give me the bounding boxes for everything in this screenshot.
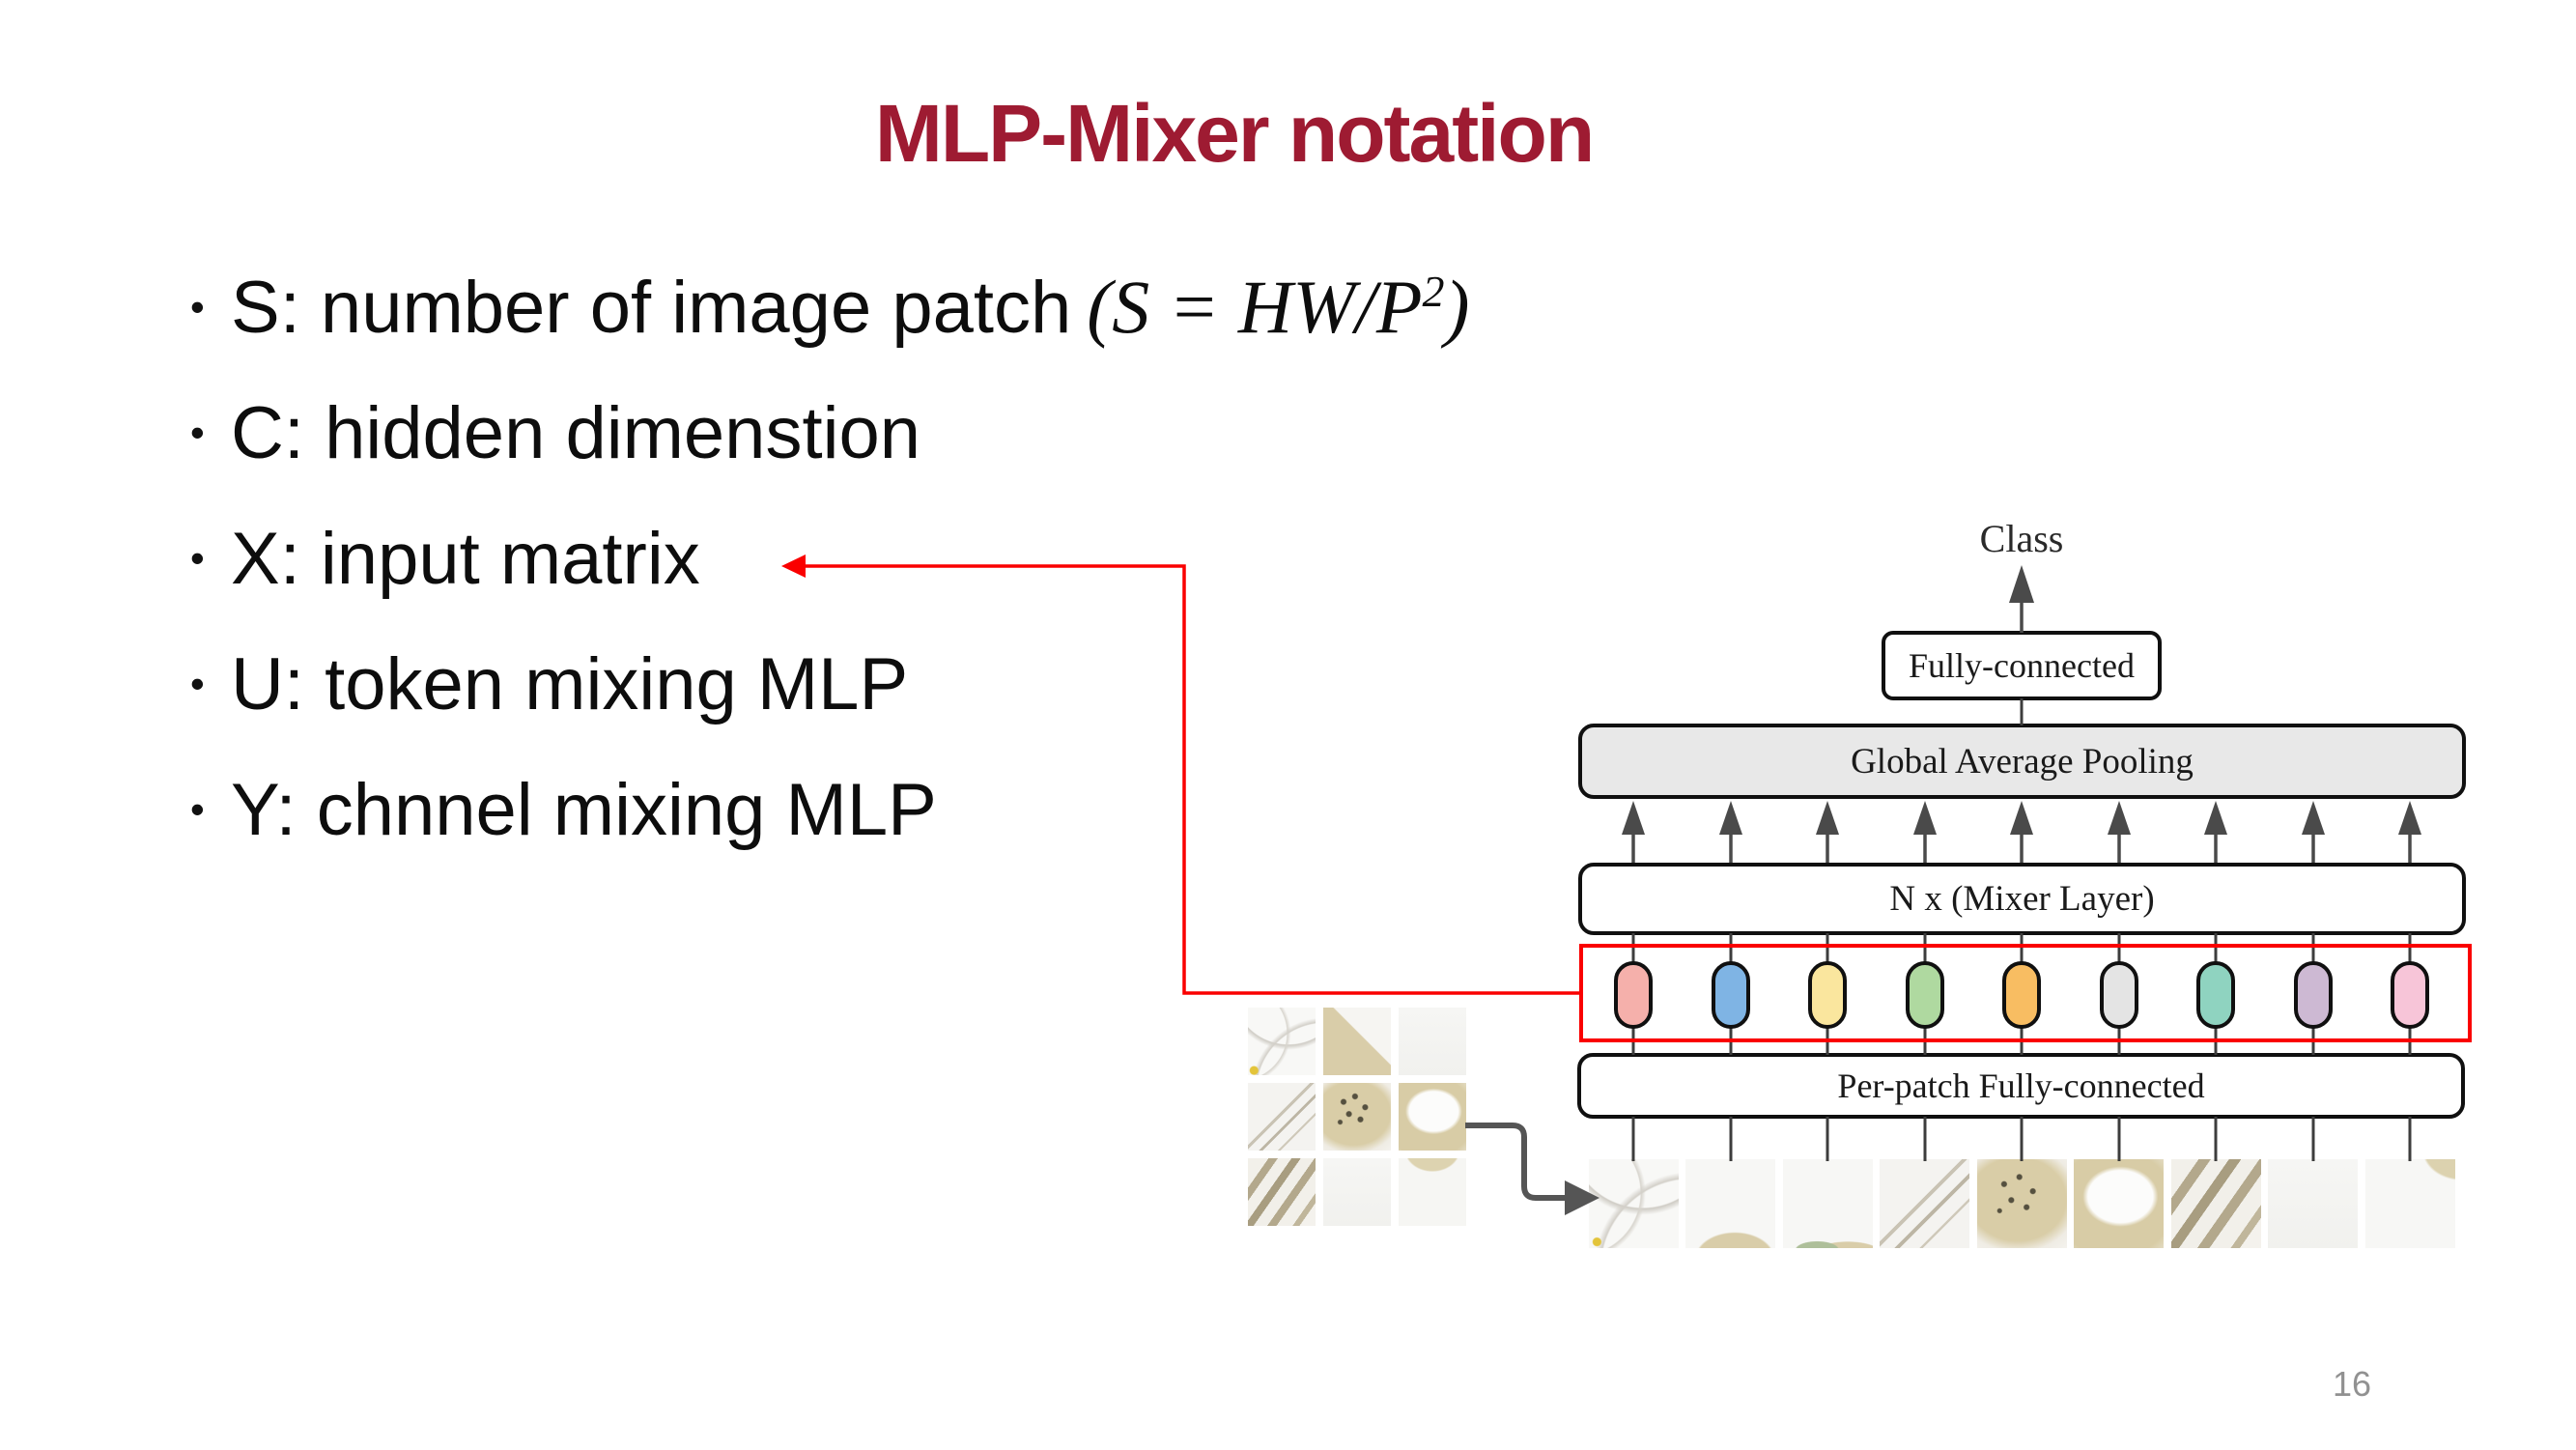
grid-tile <box>1399 1008 1466 1075</box>
grid-tile <box>1399 1083 1466 1151</box>
bullet-marker-icon: • <box>190 661 205 706</box>
bullet-text: Y: chnnel mixing MLP <box>231 768 937 851</box>
formula-open: (S = HW/P <box>1087 265 1423 349</box>
bullet-item-u: • U: token mixing MLP <box>190 621 1469 747</box>
class-output-label: Class <box>1979 517 2064 560</box>
image-patch <box>2268 1159 2358 1248</box>
input-image-patch-grid <box>1248 1008 1466 1226</box>
grid-tile <box>1248 1158 1316 1226</box>
bullet-marker-icon: • <box>190 786 205 832</box>
formula-close: ) <box>1444 265 1470 349</box>
fully-connected-box: Fully-connected <box>1882 631 2162 700</box>
image-patch <box>1977 1159 2067 1248</box>
slide-title: MLP-Mixer notation <box>874 88 1595 179</box>
per-patch-fully-connected-box: Per-patch Fully-connected <box>1577 1053 2465 1119</box>
token-pill-4 <box>1906 961 1944 1029</box>
image-patch <box>1783 1159 1873 1248</box>
bullet-list: • S: number of image patch (S = HW/P2) •… <box>190 244 1469 872</box>
grid-tile <box>1248 1008 1316 1075</box>
image-patch <box>1685 1159 1775 1248</box>
grid-tile <box>1323 1158 1391 1226</box>
formula-exponent: 2 <box>1422 267 1445 316</box>
bullet-text: C: hidden dimenstion <box>231 391 920 474</box>
token-pill-1 <box>1614 961 1653 1029</box>
token-pill-8 <box>2294 961 2333 1029</box>
bullet-marker-icon: • <box>190 284 205 329</box>
grid-tile <box>1248 1083 1316 1151</box>
mixer-layer-box: N x (Mixer Layer) <box>1578 863 2466 935</box>
bullet-marker-icon: • <box>190 410 205 455</box>
token-pill-5 <box>2002 961 2041 1029</box>
grid-tile <box>1323 1008 1391 1075</box>
page-number: 16 <box>2333 1364 2372 1404</box>
bullet-marker-icon: • <box>190 535 205 581</box>
bullet-text: U: token mixing MLP <box>231 642 909 725</box>
token-pill-9 <box>2391 961 2429 1029</box>
image-patch <box>2171 1159 2261 1248</box>
bullet-item-x: • X: input matrix <box>190 496 1469 621</box>
image-patch <box>1589 1159 1679 1248</box>
image-patch <box>2074 1159 2164 1248</box>
token-pill-6 <box>2100 961 2138 1029</box>
bullet-text: X: input matrix <box>231 517 700 600</box>
bullet-text: S: number of image patch <box>231 266 1072 349</box>
grid-tile <box>1323 1083 1391 1151</box>
image-patch <box>2365 1159 2455 1248</box>
bullet-item-c: • C: hidden dimenstion <box>190 370 1469 496</box>
token-pill-7 <box>2196 961 2235 1029</box>
token-pill-3 <box>1808 961 1847 1029</box>
image-patch <box>1880 1159 1969 1248</box>
bullet-item-y: • Y: chnnel mixing MLP <box>190 747 1469 872</box>
formula: (S = HW/P2) <box>1087 264 1469 351</box>
token-pill-2 <box>1712 961 1750 1029</box>
global-average-pooling-box: Global Average Pooling <box>1578 724 2466 799</box>
bullet-item-s: • S: number of image patch (S = HW/P2) <box>190 244 1469 370</box>
grid-tile <box>1399 1158 1466 1226</box>
